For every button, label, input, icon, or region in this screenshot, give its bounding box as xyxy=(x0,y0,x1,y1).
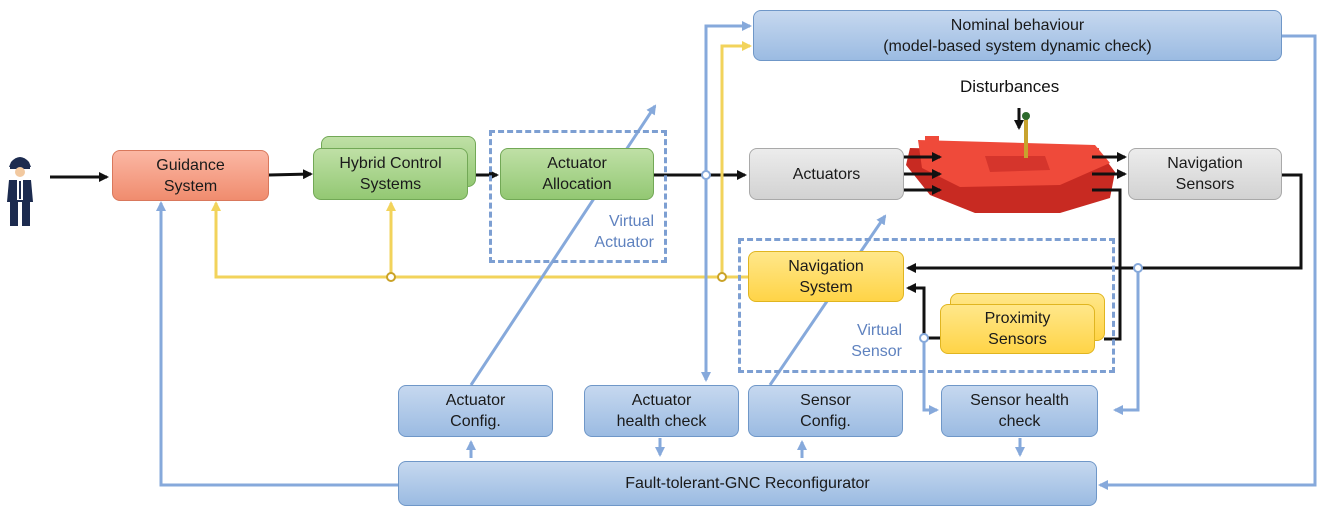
disturbances-label: Disturbances xyxy=(960,77,1060,96)
control-signal-lines xyxy=(50,108,1303,341)
virtual-actuator-boundary xyxy=(489,130,667,263)
actuator-config-block: Actuator Config. xyxy=(398,385,553,437)
supervision-junctions xyxy=(701,170,1143,343)
actuators-block: Actuators xyxy=(749,148,904,200)
sensor-health-check-block: Sensor health check xyxy=(941,385,1098,437)
vessel-icon xyxy=(906,112,1115,213)
navigation-feedback-junctions xyxy=(386,272,727,282)
actuator-health-check-block: Actuator health check xyxy=(584,385,739,437)
virtual-actuator-label: Virtual Actuator xyxy=(594,213,654,251)
sensor-config-block: Sensor Config. xyxy=(748,385,903,437)
navigation-feedback-lines xyxy=(211,41,752,279)
proximity-sensors-block: Proximity Sensors xyxy=(940,304,1095,354)
supervision-lines xyxy=(156,21,1317,490)
navigation-sensors-block: Navigation Sensors xyxy=(1128,148,1282,200)
ship-captain-icon xyxy=(7,157,33,226)
navigation-system-block: Navigation System xyxy=(748,251,904,302)
actuator-allocation-block: Actuator Allocation xyxy=(500,148,654,200)
hybrid-control-systems-block: Hybrid Control Systems xyxy=(313,148,468,200)
virtual-sensor-label: Virtual Sensor xyxy=(851,322,902,360)
guidance-system-block: Guidance System xyxy=(112,150,269,201)
nominal-behaviour-block: Nominal behaviour (model-based system dy… xyxy=(753,10,1282,61)
virtual-sensor-boundary xyxy=(738,238,1115,373)
fault-tolerant-gnc-reconfigurator-block: Fault-tolerant-GNC Reconfigurator xyxy=(398,461,1097,506)
